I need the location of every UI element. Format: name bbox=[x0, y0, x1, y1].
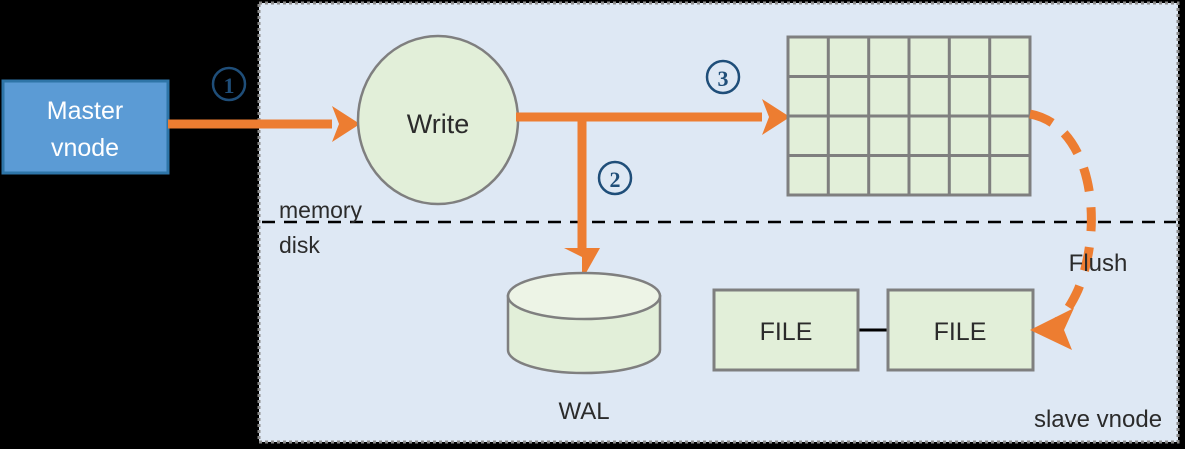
wal-cylinder-top bbox=[506, 271, 662, 321]
flush-label: Flush bbox=[1069, 250, 1128, 277]
write-node-label: Write bbox=[407, 109, 470, 139]
master-vnode-label-line2: vnode bbox=[51, 134, 119, 162]
memory-label: memory bbox=[279, 197, 363, 223]
disk-label: disk bbox=[279, 232, 320, 258]
step-marker-2: 2 bbox=[597, 160, 633, 196]
arrow-3-head bbox=[762, 99, 790, 135]
arrow-write-to-memtable bbox=[516, 99, 790, 135]
step-marker-3: 3 bbox=[705, 59, 741, 95]
arrow-2-head bbox=[564, 248, 600, 280]
file-box-2[interactable] bbox=[886, 288, 1035, 372]
flush-arrow bbox=[1028, 109, 1096, 350]
file-box-2-label: FILE bbox=[934, 318, 987, 346]
file-box-1-label: FILE bbox=[760, 318, 813, 346]
master-vnode-label-line1: Master bbox=[47, 97, 123, 125]
wal-cylinder[interactable] bbox=[506, 271, 662, 375]
arrow-write-to-wal bbox=[564, 117, 600, 280]
wal-label: WAL bbox=[558, 398, 609, 425]
step-3-circle bbox=[705, 59, 741, 95]
step-3-number: 3 bbox=[718, 66, 729, 91]
step-1-circle bbox=[211, 66, 247, 102]
step-1-number: 1 bbox=[224, 73, 235, 98]
slave-vnode-caption: slave vnode bbox=[1034, 406, 1162, 433]
arrow-master-to-write bbox=[168, 106, 360, 142]
step-marker-1: 1 bbox=[211, 66, 247, 102]
master-vnode-box[interactable] bbox=[1, 79, 170, 175]
memtable-grid[interactable] bbox=[786, 35, 1032, 197]
arrow-1-head bbox=[332, 106, 360, 142]
flush-arrow-head bbox=[1030, 308, 1074, 350]
file-box-1[interactable] bbox=[712, 288, 860, 372]
step-2-circle bbox=[597, 160, 633, 196]
flush-arrow-shaft bbox=[1028, 109, 1096, 334]
step-2-number: 2 bbox=[610, 167, 621, 192]
